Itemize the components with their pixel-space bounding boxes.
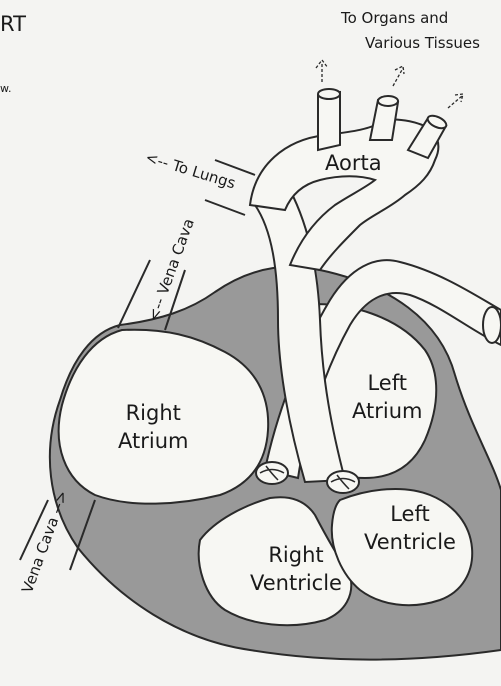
aorta-label: Aorta	[325, 153, 382, 174]
right-atrium-label: Right Atrium	[118, 399, 188, 456]
aortic-valve	[327, 471, 359, 493]
right-ventricle-label-line1: Right	[250, 541, 342, 569]
to-organs-label-line1: To Organs and	[341, 11, 448, 26]
arrow-up-icon	[448, 94, 463, 108]
aortic-branch-1	[318, 92, 340, 150]
note-fragment: w.	[0, 83, 11, 94]
right-atrium-label-line2: Atrium	[118, 427, 188, 455]
left-ventricle-label: Left Ventricle	[364, 500, 456, 557]
pulmonary-valve	[256, 462, 288, 484]
left-atrium-label: Left Atrium	[352, 369, 422, 426]
aortic-branch-1-opening	[318, 89, 340, 99]
left-ventricle-label-line1: Left	[364, 500, 456, 528]
page-title-fragment: RT	[0, 14, 26, 35]
pulmonary-outlet	[483, 307, 501, 343]
left-ventricle-label-line2: Ventricle	[364, 528, 456, 556]
arrow-up-icon	[316, 60, 328, 82]
right-atrium-label-line1: Right	[118, 399, 188, 427]
left-atrium-label-line1: Left	[352, 369, 422, 397]
right-ventricle-label: Right Ventricle	[250, 541, 342, 598]
arrow-up-icon	[393, 66, 404, 86]
right-ventricle-label-line2: Ventricle	[250, 569, 342, 597]
to-organs-label-line2: Various Tissues	[365, 36, 480, 51]
aortic-branch-2-opening	[378, 96, 398, 106]
left-atrium-label-line2: Atrium	[352, 397, 422, 425]
